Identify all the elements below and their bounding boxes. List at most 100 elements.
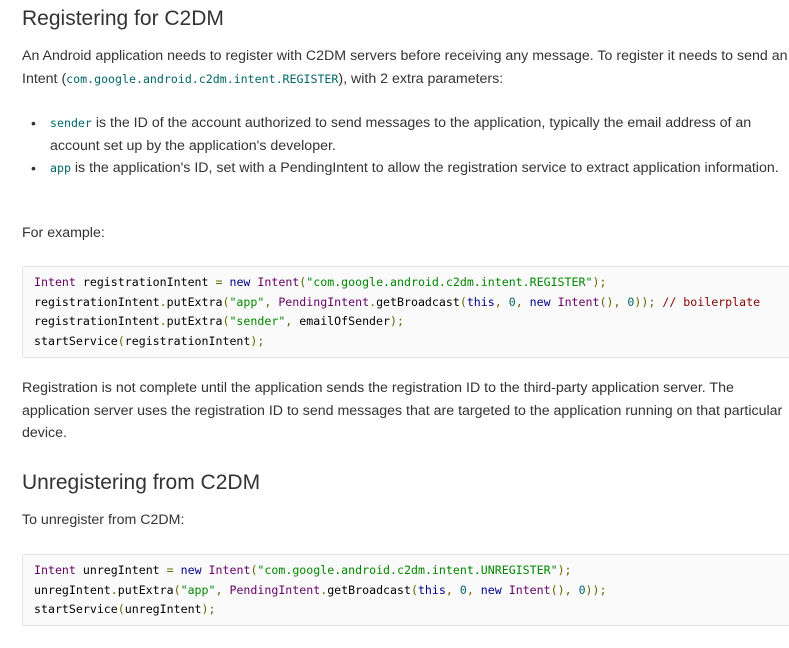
- code-token: new: [180, 563, 202, 577]
- bullet-icon: •: [31, 115, 36, 131]
- code-line: startService(unregIntent);: [34, 600, 789, 620]
- code-token: ));: [634, 294, 656, 309]
- param-app-description: is the application's ID, set with a Pend…: [70, 160, 779, 176]
- code-token: 0: [459, 582, 467, 597]
- code-token: ,: [215, 582, 223, 597]
- code-token: (: [250, 563, 258, 577]
- code-token: =: [215, 275, 223, 289]
- bullet-icon: •: [31, 160, 36, 176]
- code-line: unregIntent.putExtra("app", PendingInten…: [34, 581, 789, 601]
- code-token: this: [417, 582, 446, 597]
- code-token: this: [466, 294, 495, 309]
- list-item-sender: • sender is the ID of the account authori…: [22, 112, 789, 157]
- code-token: [453, 583, 460, 597]
- code-token: (: [173, 582, 181, 597]
- code-line: registrationIntent.putExtra("sender", em…: [34, 312, 789, 332]
- code-token: [502, 295, 509, 309]
- code-token: .: [159, 314, 167, 329]
- code-token: "com.google.android.c2dm.intent.UNREGIST…: [257, 563, 558, 577]
- list-item-app: • app is the application's ID, set with a…: [22, 157, 789, 180]
- code-token: [502, 583, 509, 597]
- code-token: ));: [585, 582, 607, 597]
- code-token: getBroadcast: [327, 582, 411, 597]
- code-token: ,: [515, 294, 523, 309]
- code-token: putExtra: [166, 294, 223, 309]
- section-heading-registering: Registering for C2DM: [22, 7, 224, 30]
- code-token: ,: [494, 294, 502, 309]
- code-token: [474, 583, 481, 597]
- code-token: .: [369, 294, 377, 309]
- code-token: startService: [34, 602, 118, 617]
- code-token: putExtra: [166, 314, 223, 329]
- code-token: [572, 583, 579, 597]
- code-token: registrationIntent: [75, 275, 216, 289]
- code-line: Intent registrationIntent = new Intent("…: [34, 273, 789, 293]
- param-sender-description: is the ID of the account authorized to s…: [50, 115, 752, 154]
- code-token: Intent: [208, 563, 251, 577]
- code-token: new: [529, 294, 551, 309]
- example-label: For example:: [22, 225, 105, 241]
- code-token: ,: [466, 582, 474, 597]
- code-token: ,: [285, 314, 293, 329]
- code-token: startService: [34, 333, 118, 348]
- code-token: (: [222, 294, 230, 309]
- code-token: [202, 563, 209, 577]
- code-token: // boilerplate: [662, 294, 761, 309]
- code-token: emailOfSender: [292, 314, 391, 329]
- code-token: .: [320, 582, 328, 597]
- code-token: (),: [599, 294, 621, 309]
- code-token: );: [557, 563, 572, 577]
- code-token: (: [222, 314, 230, 329]
- code-block-register[interactable]: Intent registrationIntent = new Intent("…: [22, 266, 789, 358]
- code-line: startService(registrationIntent);: [34, 332, 789, 352]
- registration-intro-paragraph: An Android application needs to register…: [22, 45, 789, 90]
- code-line: Intent unregIntent = new Intent("com.goo…: [34, 561, 789, 581]
- code-token: Intent: [257, 275, 300, 289]
- code-token: registrationIntent: [124, 333, 251, 348]
- extra-parameters-list: • sender is the ID of the account authori…: [22, 112, 789, 180]
- inline-code-sender: sender: [50, 116, 92, 130]
- code-token: [174, 563, 181, 577]
- unregister-intro-paragraph: To unregister from C2DM:: [22, 512, 185, 528]
- code-token: (: [459, 294, 467, 309]
- registration-completion-paragraph: Registration is not complete until the a…: [22, 380, 783, 441]
- code-token: unregIntent: [75, 563, 167, 577]
- code-token: );: [250, 333, 265, 348]
- inline-code-app: app: [50, 161, 71, 175]
- code-token: [551, 295, 558, 309]
- code-token: "sender": [229, 314, 286, 329]
- code-token: PendingIntent: [278, 294, 370, 309]
- code-token: Intent: [508, 582, 551, 597]
- code-block-unregister[interactable]: Intent unregIntent = new Intent("com.goo…: [22, 554, 789, 626]
- section-heading-unregistering: Unregistering from C2DM: [22, 471, 261, 494]
- code-token: 0: [627, 294, 635, 309]
- code-token: registrationIntent: [34, 314, 160, 329]
- code-token: registrationIntent: [34, 294, 160, 309]
- code-token: 0: [578, 582, 586, 597]
- code-token: unregIntent: [34, 582, 111, 597]
- code-token: getBroadcast: [376, 294, 460, 309]
- code-token: (: [117, 333, 125, 348]
- code-token: ,: [445, 582, 453, 597]
- code-token: (: [117, 602, 125, 617]
- code-token: Intent: [34, 275, 76, 289]
- code-token: "com.google.android.c2dm.intent.REGISTER…: [306, 275, 593, 289]
- code-line: registrationIntent.putExtra("app", Pendi…: [34, 293, 789, 313]
- code-token: (: [410, 582, 418, 597]
- intro-text-part1: An Android application needs to register…: [22, 48, 788, 87]
- code-token: PendingIntent: [229, 582, 321, 597]
- code-token: "app": [180, 582, 216, 597]
- code-token: putExtra: [117, 582, 174, 597]
- code-token: "app": [229, 294, 265, 309]
- code-token: (),: [550, 582, 572, 597]
- code-token: );: [390, 314, 404, 329]
- code-token: new: [480, 582, 502, 597]
- code-token: unregIntent: [124, 602, 202, 617]
- code-token: [523, 295, 530, 309]
- code-token: );: [201, 602, 216, 617]
- code-token: new: [229, 275, 251, 289]
- code-token: ,: [264, 294, 272, 309]
- code-token: );: [592, 275, 607, 289]
- code-token: 0: [508, 294, 516, 309]
- code-token: Intent: [557, 294, 600, 309]
